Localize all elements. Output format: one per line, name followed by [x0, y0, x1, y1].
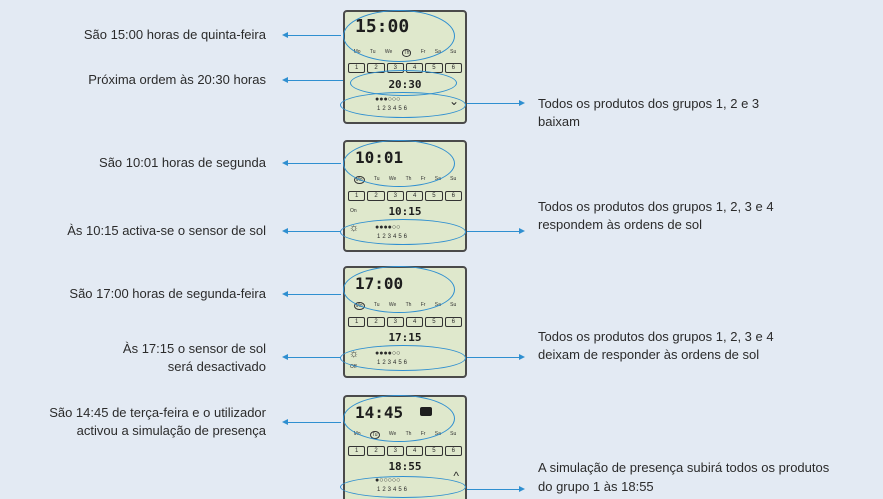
label-presence-result-2: do grupo 1 às 18:55 — [538, 479, 654, 494]
label-groups-lower-1: Todos os produtos dos grupos 1, 2 e 3 — [538, 96, 760, 111]
arrow-left-3 — [282, 160, 341, 166]
label-sun-off-2: será desactivado — [167, 359, 266, 374]
highlight-ellipse — [343, 266, 455, 313]
label-monday-time: São 10:01 horas de segunda — [99, 155, 266, 170]
arrow-left-4 — [282, 228, 341, 234]
arrow-left-1 — [282, 32, 341, 38]
lcd-subtime: 10:15 — [388, 205, 422, 218]
highlight-ellipse — [343, 140, 455, 187]
highlight-ellipse — [340, 219, 466, 245]
label-monday-17: São 17:00 horas de segunda-feira — [69, 286, 266, 301]
arrow-left-7 — [282, 419, 341, 425]
arrow-left-6 — [282, 354, 341, 360]
label-presence-2: activou a simulação de presença — [76, 423, 266, 438]
sun-mode-label: On — [350, 208, 357, 214]
label-groups-nosun-2: deixam de responder às ordens de sol — [538, 347, 760, 362]
arrow-right-4 — [462, 486, 525, 492]
sun-mode-label: Off — [350, 364, 357, 370]
highlight-ellipse — [340, 345, 466, 371]
arrow-right-1 — [462, 100, 525, 106]
label-sun-off-1: Às 17:15 o sensor de sol — [122, 341, 266, 356]
label-groups-nosun-1: Todos os produtos dos grupos 1, 2, 3 e 4 — [538, 329, 774, 344]
label-presence-result-1: A simulação de presença subirá todos os … — [538, 460, 830, 475]
highlight-ellipse — [343, 395, 455, 442]
highlight-ellipse — [340, 476, 466, 498]
arrow-left-5 — [282, 291, 341, 297]
highlight-ellipse — [340, 92, 466, 118]
label-groups-lower-2: baixam — [538, 114, 580, 129]
label-next-order: Próxima ordem às 20:30 horas — [88, 72, 266, 87]
label-thursday-time: São 15:00 horas de quinta-feira — [83, 27, 266, 42]
chevron-up-icon: ^ — [453, 469, 459, 483]
arrow-right-2 — [462, 228, 525, 234]
arrow-left-2 — [282, 77, 345, 83]
arrow-right-3 — [462, 354, 525, 360]
label-groups-sun-1: Todos os produtos dos grupos 1, 2, 3 e 4 — [538, 199, 774, 214]
highlight-ellipse — [343, 10, 455, 62]
label-groups-sun-2: respondem às ordens de sol — [538, 217, 703, 232]
label-sun-on: Às 10:15 activa-se o sensor de sol — [67, 223, 266, 238]
label-presence-1: São 14:45 de terça-feira e o utilizador — [49, 405, 266, 420]
lcd-subtime: 17:15 — [388, 331, 422, 344]
lcd-subtime: 18:55 — [388, 460, 422, 473]
